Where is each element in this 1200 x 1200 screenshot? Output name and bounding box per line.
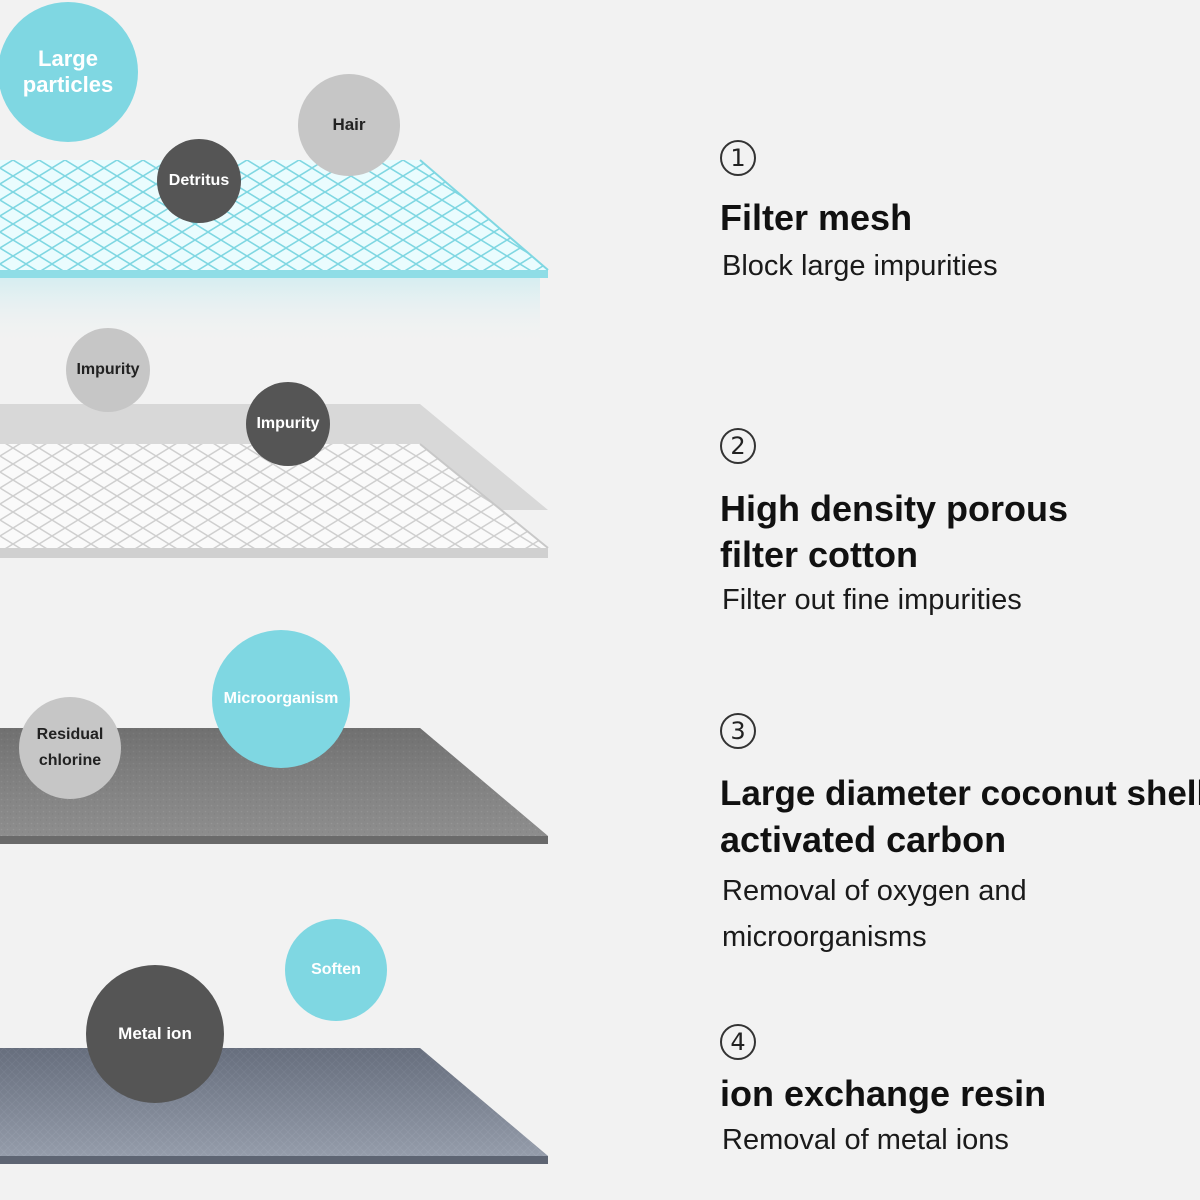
step-3-title-line2: activated carbon xyxy=(720,819,1007,860)
hair-bubble: Hair xyxy=(298,74,400,176)
step-2-title-line2: filter cotton xyxy=(720,534,918,575)
ion-exchange-resin-layer xyxy=(0,1048,548,1164)
detritus-bubble: Detritus xyxy=(157,139,241,223)
large-particles-bubble: Large particles xyxy=(0,2,138,142)
step-3-description-line1: Removal of oxygen and xyxy=(722,875,1027,907)
step-2-title-line1: High density porous xyxy=(720,488,1069,529)
metal-ion-bubble: Metal ion xyxy=(86,965,224,1103)
step-4-number: 4 xyxy=(720,1024,756,1060)
step-3-title-line1: Large diameter coconut shell xyxy=(720,774,1200,813)
impurity-dark-bubble: Impurity xyxy=(246,382,330,466)
filter-mesh-layer xyxy=(0,159,549,348)
activated-carbon-layer xyxy=(0,728,548,844)
step-2-number: 2 xyxy=(720,428,756,464)
step-3-description-line2: microorganisms xyxy=(722,921,927,953)
filter-cotton-layer xyxy=(0,404,549,558)
step-1-description: Block large impurities xyxy=(722,250,998,282)
microorganism-bubble: Microorganism xyxy=(212,630,350,768)
impurity-light-bubble: Impurity xyxy=(66,328,150,412)
step-2-description: Filter out fine impurities xyxy=(722,584,1022,616)
soften-bubble: Soften xyxy=(285,919,387,1021)
step-1-title: Filter mesh xyxy=(720,197,913,238)
step-4-description: Removal of metal ions xyxy=(722,1124,1009,1156)
step-1-number: 1 xyxy=(720,140,756,176)
step-4-title: ion exchange resin xyxy=(720,1073,1047,1114)
residual-chlorine-bubble: Residual chlorine xyxy=(19,697,121,799)
step-3-number: 3 xyxy=(720,713,756,749)
